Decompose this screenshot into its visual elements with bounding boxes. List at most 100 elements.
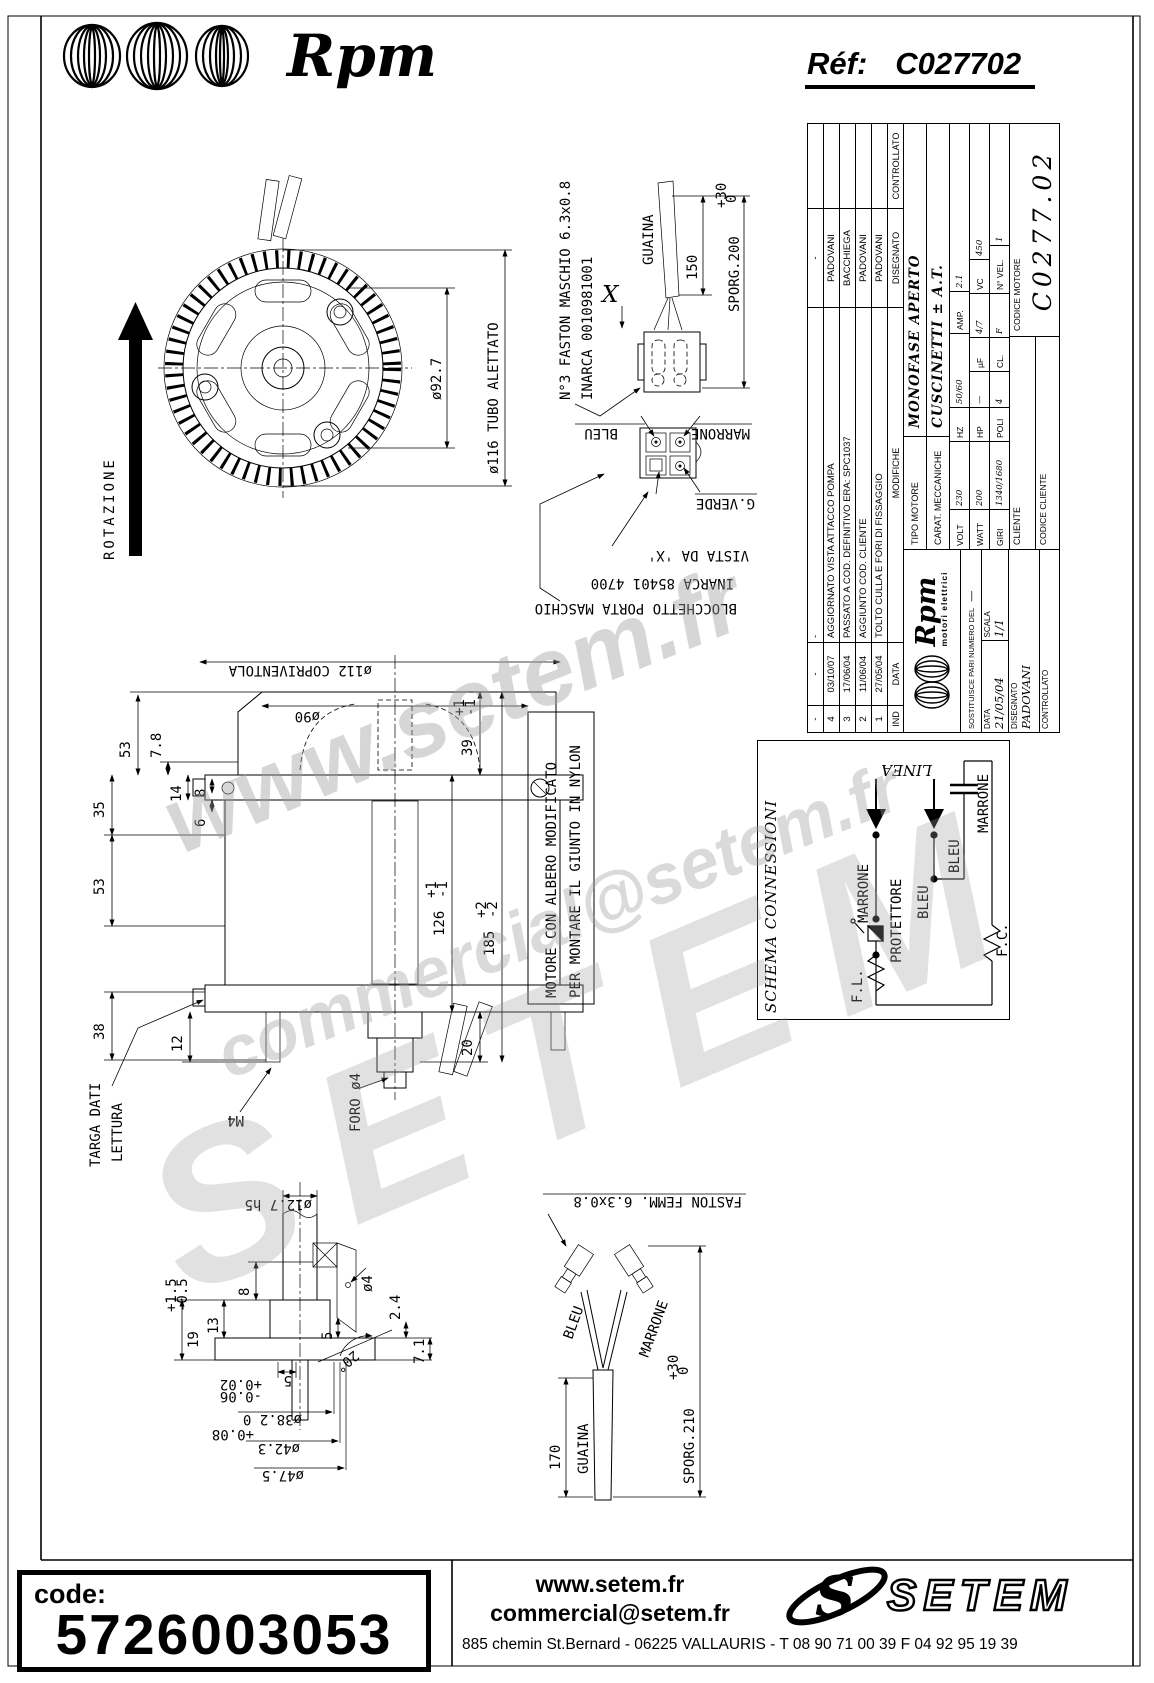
email-link[interactable]: commercial@setem.fr bbox=[490, 1599, 730, 1626]
watt-value: 200 bbox=[970, 441, 989, 509]
thread-label: M4 bbox=[227, 1112, 244, 1128]
watt-label: WATT bbox=[970, 509, 989, 549]
tipo-value: MONOFASE APERTO bbox=[907, 254, 923, 428]
data-scala-row: DATA 21/05/04 SCALA 1/1 bbox=[982, 550, 1009, 732]
dim-label: 38 bbox=[92, 1023, 108, 1040]
tol-label: +30 bbox=[714, 183, 730, 208]
revision-header-row: IND DATA MODIFICHE DISEGNATO CONTROLLATO bbox=[888, 124, 904, 732]
dim-label: ø38.2 0 bbox=[243, 1411, 302, 1427]
hp-value: — bbox=[970, 371, 989, 407]
dim-label: 126 bbox=[432, 911, 448, 936]
ref-label: Réf: bbox=[807, 46, 868, 81]
title-block: - - - - 4 03/10/07 AGGIORNATO VISTA ATTA… bbox=[807, 123, 1060, 733]
guaina-label: GUAINA bbox=[641, 214, 657, 265]
codice-cliente-cell: CODICE CLIENTE bbox=[1038, 473, 1048, 545]
dim-label: ø12.7 h5 bbox=[245, 1196, 312, 1212]
revision-row: 4 03/10/07 AGGIORNATO VISTA ATTACCO POMP… bbox=[824, 124, 840, 732]
nameplate-label: LETTURA bbox=[110, 1102, 126, 1162]
tol-label: -0.5 bbox=[175, 1278, 191, 1312]
winding-label: F.C. bbox=[995, 923, 1009, 957]
dim-label: 35 bbox=[92, 801, 108, 818]
rpm-coil-icon bbox=[914, 654, 950, 709]
motor-side-view: ø112 COPRIVENTOLA ø90 53 7.8 14 8 6 35 5… bbox=[88, 655, 595, 1167]
disegnato-row: DISEGNATO PADOVANI bbox=[1009, 550, 1040, 732]
hole-label: FORO ø4 bbox=[348, 1073, 364, 1132]
dim-label: ø90 bbox=[295, 708, 320, 724]
code-value: 5726003053 bbox=[55, 1603, 393, 1667]
wire-label: MARRONE bbox=[856, 864, 872, 923]
contact-block: www.setem.fr commercial@setem.fr bbox=[480, 1570, 740, 1628]
winding-label: F.L. bbox=[850, 969, 866, 1003]
dim-label: 7.1 bbox=[412, 1339, 428, 1364]
electrical-row-3: GIRI 1340/1680 POLI 4 CL. F N° VEL. 1 bbox=[990, 124, 1010, 549]
dim-label: 53 bbox=[92, 878, 108, 895]
cable-detail: FASTON FEMM. 6.3x0.8 BLEU MARRONE GUAINA… bbox=[543, 1193, 746, 1501]
tb-brand: Rpm bbox=[910, 576, 942, 647]
protettore-label: PROTETTORE bbox=[889, 879, 905, 963]
schema-connessioni: SCHEMA CONNESSIONI bbox=[757, 740, 1010, 1020]
giri-label: GIRI bbox=[990, 509, 1009, 549]
dim-label: 13 bbox=[206, 1317, 222, 1334]
view-x-mark: X bbox=[600, 282, 620, 308]
carat-row: CARAT. MECCANICHE CUSCINETTI ± A.T. bbox=[927, 124, 950, 549]
rev-desc: TOLTO CULLA E FORI DI FISSAGGIO bbox=[872, 307, 887, 642]
blocchetto-label: BLOCCHETTO PORTA MASCHIO bbox=[535, 600, 737, 616]
rev-name: PADOVANI bbox=[824, 208, 839, 307]
scala-value: 1/1 bbox=[992, 618, 1006, 638]
shaft-detail: ø12.7 h5 8 19 +1.5 -0.5 13 5 5 bbox=[164, 1182, 433, 1483]
dim-label: 20 bbox=[460, 1039, 476, 1056]
amp-value: 2.1 bbox=[954, 274, 965, 288]
dim-label: ø112 COPRIVENTOLA bbox=[228, 662, 372, 678]
note-line: PER MONTARE IL GIUNTO IN NYLON bbox=[568, 745, 584, 998]
brand-name: Rpm bbox=[287, 22, 438, 90]
code-box: code: 5726003053 bbox=[17, 1570, 431, 1672]
tol-label: +30 bbox=[666, 1355, 682, 1380]
dim-label: 170 bbox=[548, 1445, 564, 1470]
angle-label: 20° bbox=[332, 1347, 362, 1376]
dim-label: ø92.7 bbox=[429, 358, 445, 400]
rev-ind: 1 bbox=[872, 705, 887, 732]
nameplate-label: TARGA DATI bbox=[88, 1083, 104, 1167]
vent-slots bbox=[196, 279, 370, 457]
disegnato-value: PADOVANI bbox=[1019, 665, 1033, 729]
dim-label: 5 bbox=[284, 1372, 292, 1388]
tol-label: -1 bbox=[463, 699, 479, 716]
dim-label: 19 bbox=[186, 1331, 202, 1348]
volt-label: VOLT bbox=[950, 509, 969, 549]
uf-label: µF bbox=[970, 337, 989, 371]
code-label: code: bbox=[34, 1579, 107, 1609]
svg-text:S: S bbox=[815, 1564, 855, 1630]
vel-value: 1 bbox=[994, 236, 1005, 242]
title-block-logo: Rpm motori elettrici bbox=[904, 550, 961, 732]
bolts bbox=[191, 298, 354, 449]
dim-label: 8 bbox=[193, 789, 209, 797]
dim-label: 5 bbox=[320, 1332, 336, 1340]
tol-label: +0.02 bbox=[220, 1376, 262, 1392]
dim-label: 14 bbox=[169, 785, 185, 802]
rev-name: - bbox=[808, 208, 823, 307]
hz-value: 50/60 bbox=[950, 333, 969, 407]
schema-circuit bbox=[850, 760, 1002, 1006]
tol-label: -0.06 bbox=[220, 1388, 262, 1404]
rev-desc: PASSATO A COD. DEFINITIVO ERA: SPC1037 bbox=[840, 307, 855, 642]
rev-date: - bbox=[808, 642, 823, 705]
uf-value: 4/7 bbox=[970, 293, 989, 337]
dim-label: 12 bbox=[170, 1035, 186, 1052]
rev-ind: 3 bbox=[840, 705, 855, 732]
volt-value: 230 bbox=[950, 441, 969, 509]
rev-name: BACCHIEGA bbox=[840, 208, 855, 307]
website-link[interactable]: www.setem.fr bbox=[535, 1571, 685, 1597]
rev-header: MODIFICHE bbox=[888, 307, 903, 642]
wire-label: BLEU bbox=[916, 885, 932, 919]
reference-number: Réf:C027702 bbox=[805, 46, 1036, 89]
electrical-row-2: WATT 200 HP — µF 4/7 VC 450 bbox=[970, 124, 990, 549]
dim-label: SPORG.200 bbox=[727, 236, 743, 312]
tol-label: +1 bbox=[452, 699, 468, 716]
rev-header: CONTROLLATO bbox=[890, 132, 901, 200]
rev-ctl bbox=[808, 124, 823, 208]
tol-label: +0.08 bbox=[212, 1426, 254, 1442]
tol-label: +1.5 bbox=[164, 1278, 180, 1312]
sostituisce-label: SOSTITUISCE PARI NUMERO DEL bbox=[966, 607, 976, 729]
rev-ind: - bbox=[808, 705, 823, 732]
tol-label: +1 bbox=[424, 881, 440, 898]
